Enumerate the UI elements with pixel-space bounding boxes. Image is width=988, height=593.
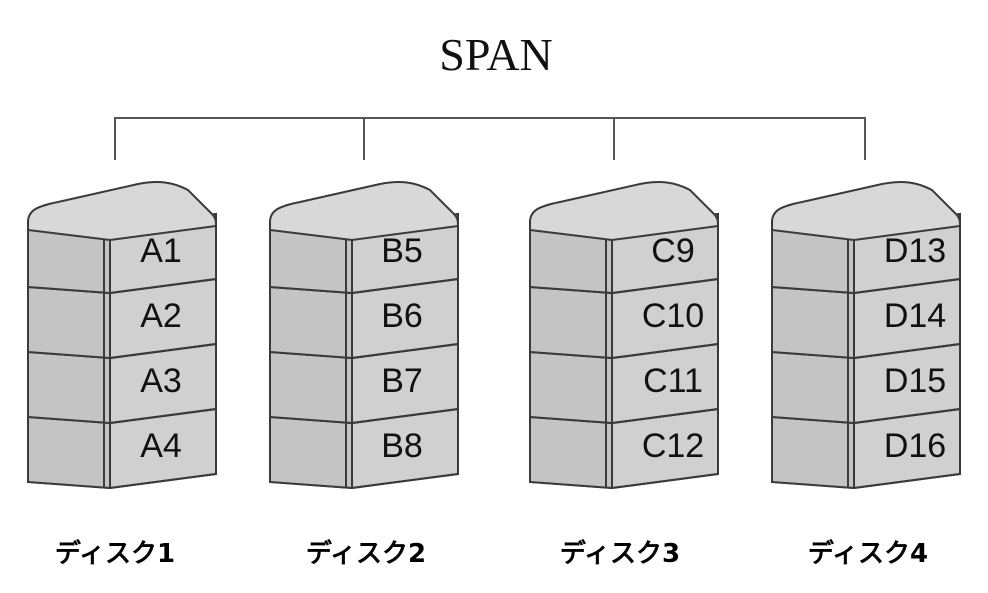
block-label: C11 — [643, 362, 703, 400]
block-side-face — [28, 352, 110, 423]
block-label: C9 — [651, 232, 694, 270]
disk-top-cap — [771, 181, 962, 242]
block-side-face — [270, 222, 352, 293]
disk-top-cap — [269, 181, 460, 242]
block-label: B8 — [381, 427, 423, 465]
span-bracket — [114, 117, 866, 160]
disk-stack: C12 C11 C10 C9 ディスク3 — [529, 181, 720, 569]
disk-stack: A4 A3 A2 A1 ディスク1 — [27, 181, 218, 569]
disk-block: B7 — [269, 342, 459, 425]
disk-block: C10 — [529, 277, 719, 360]
block-side-face — [772, 222, 854, 293]
block-side-face — [530, 287, 612, 358]
block-side-face — [530, 352, 612, 423]
block-label: D15 — [884, 362, 946, 400]
diagram-title: SPAN — [439, 29, 552, 80]
disk-label: ディスク4 — [808, 538, 928, 569]
block-side-face — [530, 417, 612, 488]
block-label: D13 — [884, 232, 946, 270]
disk-block: C11 — [529, 342, 719, 425]
block-side-face — [270, 352, 352, 423]
disk-block: D14 — [771, 277, 961, 360]
disk-top-cap — [529, 181, 720, 242]
disk-block: A3 — [27, 342, 217, 425]
disk-block: C12 — [529, 407, 719, 490]
disk-label: ディスク3 — [560, 538, 680, 569]
block-side-face — [530, 222, 612, 293]
disks-group: A4 A3 A2 A1 ディスク1 B8 B7 B6 B5 ディスク2 C12 C11 C10 C9 ディス… — [27, 181, 962, 569]
block-label: A4 — [140, 427, 182, 465]
block-side-face — [28, 287, 110, 358]
disk-top-cap — [27, 181, 218, 242]
block-label: A2 — [140, 297, 182, 335]
block-side-face — [28, 417, 110, 488]
block-side-face — [772, 417, 854, 488]
block-side-face — [772, 352, 854, 423]
block-label: B5 — [381, 232, 423, 270]
block-side-face — [28, 222, 110, 293]
disk-block: D15 — [771, 342, 961, 425]
block-label: A3 — [140, 362, 182, 400]
block-side-face — [270, 417, 352, 488]
disk-block: D16 — [771, 407, 961, 490]
block-label: B7 — [381, 362, 423, 400]
block-label: D16 — [884, 427, 946, 465]
disk-stack: B8 B7 B6 B5 ディスク2 — [269, 181, 460, 569]
block-side-face — [270, 287, 352, 358]
disk-stack: D16 D15 D14 D13 ディスク4 — [771, 181, 962, 569]
block-label: A1 — [140, 232, 182, 270]
disk-label: ディスク2 — [306, 538, 426, 569]
block-label: B6 — [381, 297, 423, 335]
disk-label: ディスク1 — [55, 538, 175, 569]
block-label: D14 — [884, 297, 946, 335]
block-label: C10 — [642, 297, 704, 335]
block-side-face — [772, 287, 854, 358]
block-label: C12 — [642, 427, 704, 465]
disk-block: A4 — [27, 407, 217, 490]
